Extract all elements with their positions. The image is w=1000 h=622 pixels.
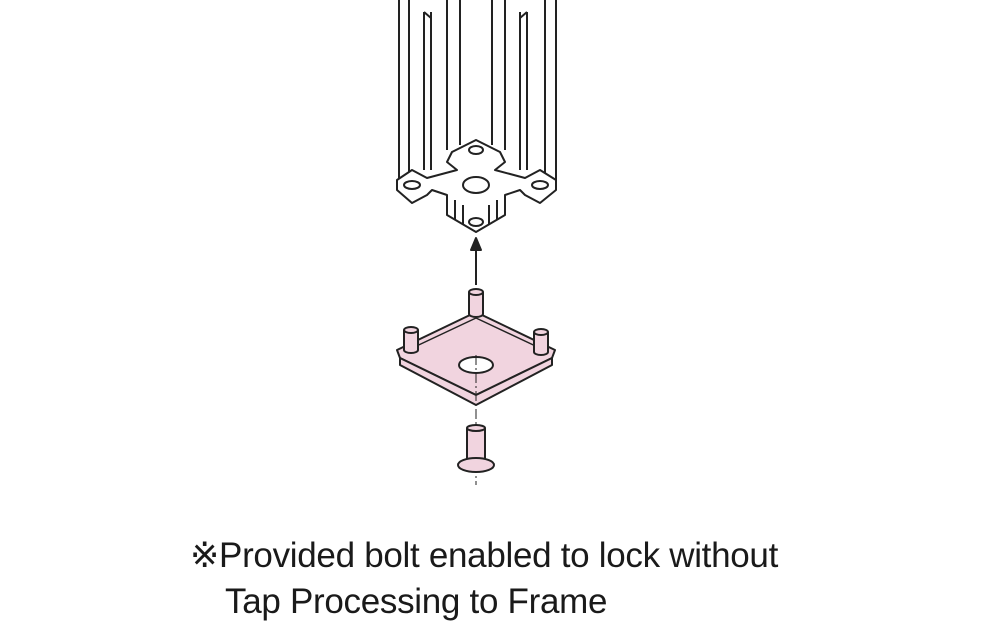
bolt	[457, 424, 495, 473]
arrow-up-icon	[470, 237, 482, 285]
note-line-1: ※Provided bolt enabled to lock without	[190, 536, 779, 575]
aluminum-frame-profile	[396, 0, 557, 233]
note-line-2: Tap Processing to Frame	[225, 582, 608, 621]
assembly-diagram	[396, 0, 557, 485]
